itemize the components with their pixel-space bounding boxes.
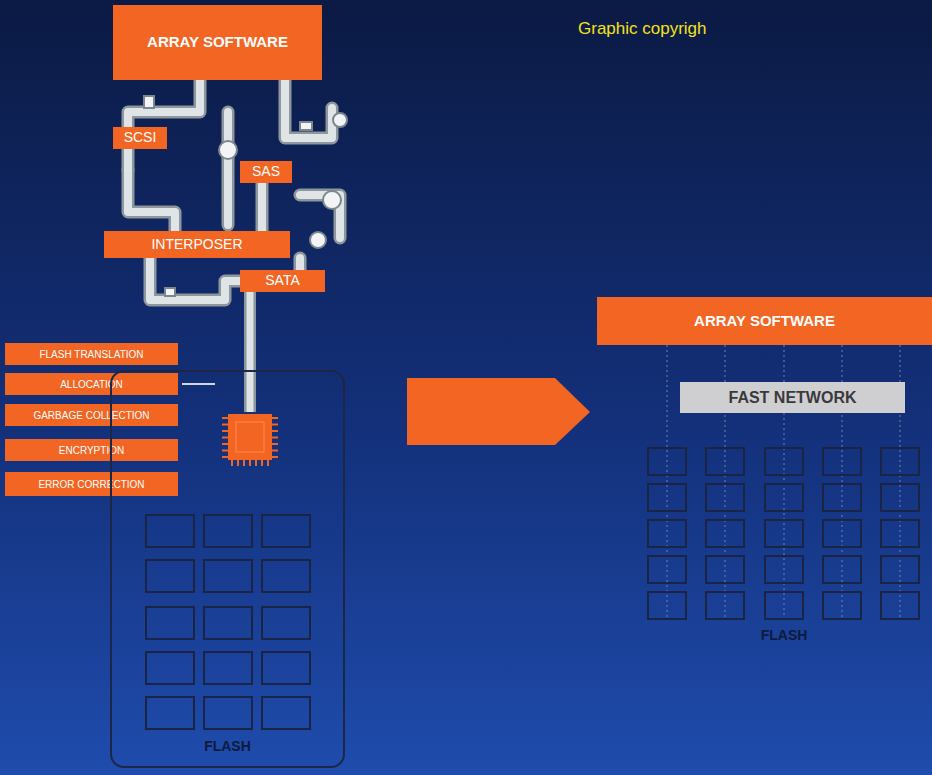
protocol-tag: SCSI: [113, 127, 167, 149]
gauges: [144, 96, 347, 296]
function-tag: FLASH TRANSLATION: [5, 343, 178, 365]
node-text: FLASH: [204, 739, 251, 754]
chip: [222, 414, 278, 466]
node-text: SATA: [265, 273, 300, 288]
transition-arrow: [407, 378, 590, 445]
network-box: FAST NETWORK: [680, 382, 905, 413]
protocol-tag: SAS: [240, 161, 292, 183]
node-text: ARRAY SOFTWARE: [694, 313, 835, 330]
network-line: [784, 345, 785, 382]
node-text: FLASH TRANSLATION: [39, 349, 143, 360]
flash-cells: [648, 448, 919, 619]
flash-label: FLASH: [761, 628, 808, 643]
ssd-housing: FLASH: [110, 370, 345, 768]
protocol-tag: SATA: [240, 270, 325, 292]
node-text: ARRAY SOFTWARE: [147, 34, 288, 51]
software-box: ARRAY SOFTWARE: [597, 297, 932, 345]
function-tag: GARBAGE COLLECTION: [5, 404, 178, 426]
node-text: SCSI: [124, 130, 157, 145]
node-text: ERROR CORRECTION: [38, 479, 144, 490]
node-text: FAST NETWORK: [729, 389, 857, 407]
node-text: GARBAGE COLLECTION: [33, 410, 149, 421]
flash-cells: [146, 515, 310, 729]
node-text: ALLOCATION: [60, 379, 123, 390]
function-tag: ERROR CORRECTION: [5, 472, 178, 496]
pipes: [128, 80, 340, 300]
node-text: SAS: [252, 164, 280, 179]
node-text: INTERPOSER: [151, 237, 242, 252]
function-tag: ALLOCATION: [5, 373, 178, 395]
protocol-tag: INTERPOSER: [104, 231, 290, 258]
node-text: ENCRYPTION: [59, 445, 124, 456]
pipe-connector: [250, 292, 251, 370]
copyright-note: Graphic copyrigh: [578, 20, 707, 39]
function-tag: ENCRYPTION: [5, 439, 178, 461]
software-box: ARRAY SOFTWARE: [113, 5, 322, 80]
